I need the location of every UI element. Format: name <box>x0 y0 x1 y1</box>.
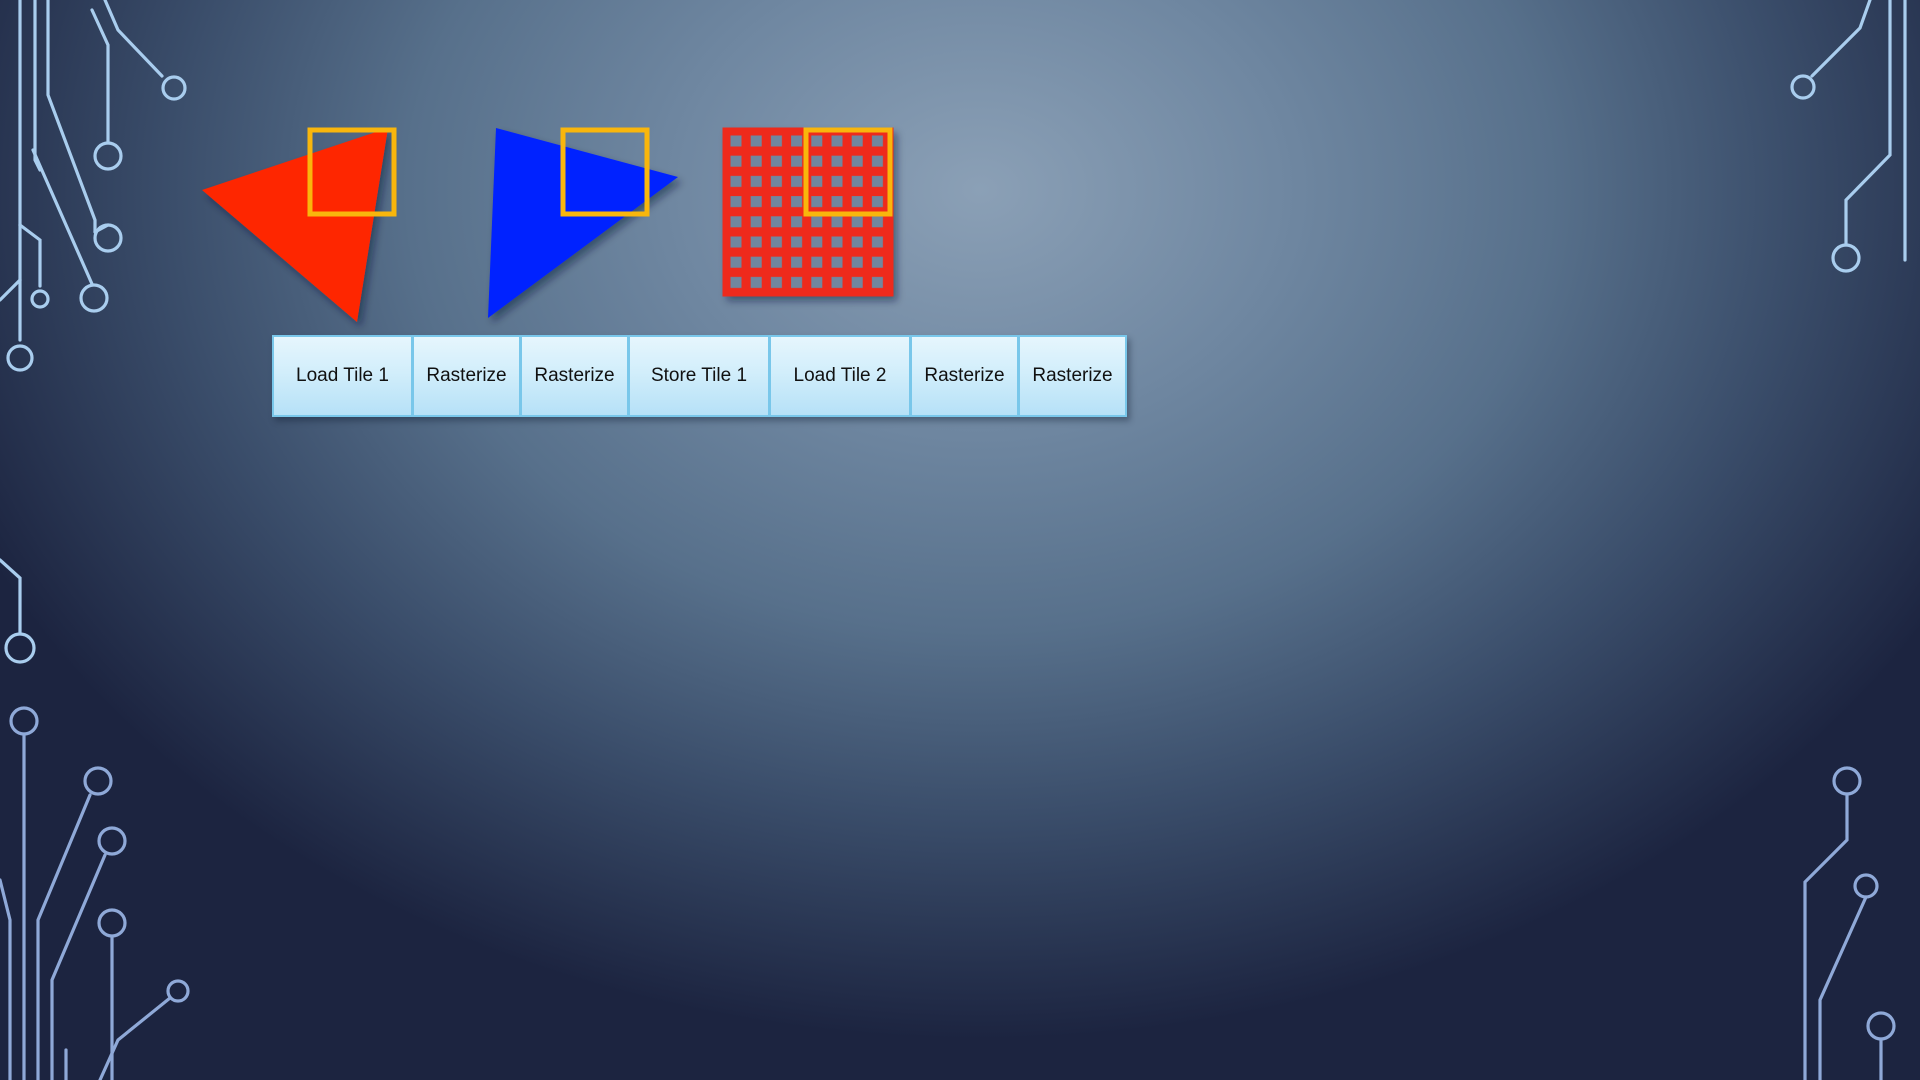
stage-load-tile-1: Load Tile 1 <box>272 335 413 417</box>
stage-load-tile-2: Load Tile 2 <box>770 335 911 417</box>
pipeline-bar: Load Tile 1 Rasterize Rasterize Store Ti… <box>272 335 1127 417</box>
tile-highlight-blue <box>560 127 650 217</box>
stage-rasterize-2: Rasterize <box>521 335 629 417</box>
red-triangle <box>202 128 388 322</box>
stage-rasterize-1: Rasterize <box>413 335 521 417</box>
stage-store-tile-1: Store Tile 1 <box>629 335 770 417</box>
tile-highlight-grid <box>803 127 893 217</box>
tile-highlight-red <box>307 127 397 217</box>
blue-triangle <box>488 128 678 318</box>
stage-rasterize-3: Rasterize <box>911 335 1019 417</box>
stage-rasterize-4: Rasterize <box>1019 335 1127 417</box>
